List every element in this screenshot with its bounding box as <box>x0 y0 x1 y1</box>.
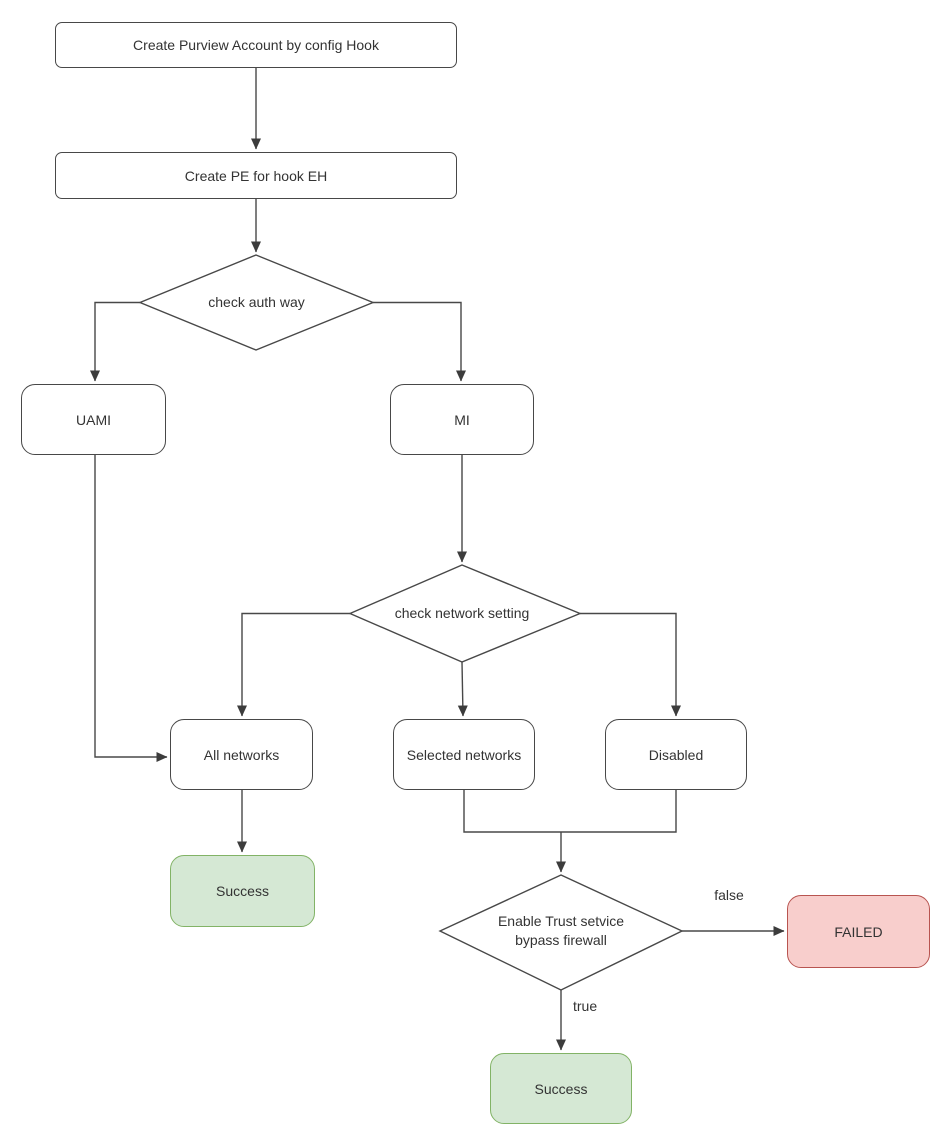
edge-check-auth-to-uami <box>90 301 140 382</box>
node-success-trust: Success <box>490 1053 632 1124</box>
check-auth-diamond-label: check auth way <box>208 294 305 310</box>
trust-service-diamond <box>438 874 684 991</box>
node-all-networks: All networks <box>170 719 313 790</box>
edge-check-network-to-all-networks <box>237 612 350 717</box>
node-create-purview-account: Create Purview Account by config Hook <box>55 22 457 68</box>
node-failed-label: FAILED <box>834 923 883 940</box>
edge-check-network-to-disabled <box>580 612 681 717</box>
node-disabled-label: Disabled <box>648 746 704 763</box>
check-auth-diamond <box>138 254 375 351</box>
edge-label-false: false <box>714 887 744 903</box>
edge-check-network-to-selected-networks <box>457 661 468 717</box>
edge-label-true: true <box>573 998 598 1014</box>
trust-service-diamond-label: Enable Trust setvice bypass firewall <box>497 913 625 948</box>
node-all-networks-label: All networks <box>203 746 280 763</box>
node-failed: FAILED <box>787 895 930 968</box>
node-mi-label: MI <box>454 411 470 428</box>
node-selected-networks: Selected networks <box>393 719 535 790</box>
check-network-diamond-label: check network setting <box>394 605 530 621</box>
node-uami-label: UAMI <box>76 411 111 428</box>
node-success-trust-label: Success <box>534 1080 588 1097</box>
node-disabled: Disabled <box>605 719 747 790</box>
node-create-purview-account-label: Create Purview Account by config Hook <box>133 37 379 53</box>
node-selected-networks-label: Selected networks <box>406 746 522 763</box>
node-uami: UAMI <box>21 384 166 455</box>
edge-merge-selected-disabled <box>463 790 677 833</box>
node-mi: MI <box>390 384 534 455</box>
node-success-all-networks-label: Success <box>216 883 269 899</box>
edge-uami-to-all-networks <box>94 455 168 762</box>
node-create-pe: Create PE for hook EH <box>55 152 457 199</box>
check-network-diamond <box>348 564 582 663</box>
node-success-all-networks: Success <box>170 855 315 927</box>
node-create-pe-label: Create PE for hook EH <box>184 167 328 184</box>
edge-check-auth-to-mi <box>373 301 466 382</box>
